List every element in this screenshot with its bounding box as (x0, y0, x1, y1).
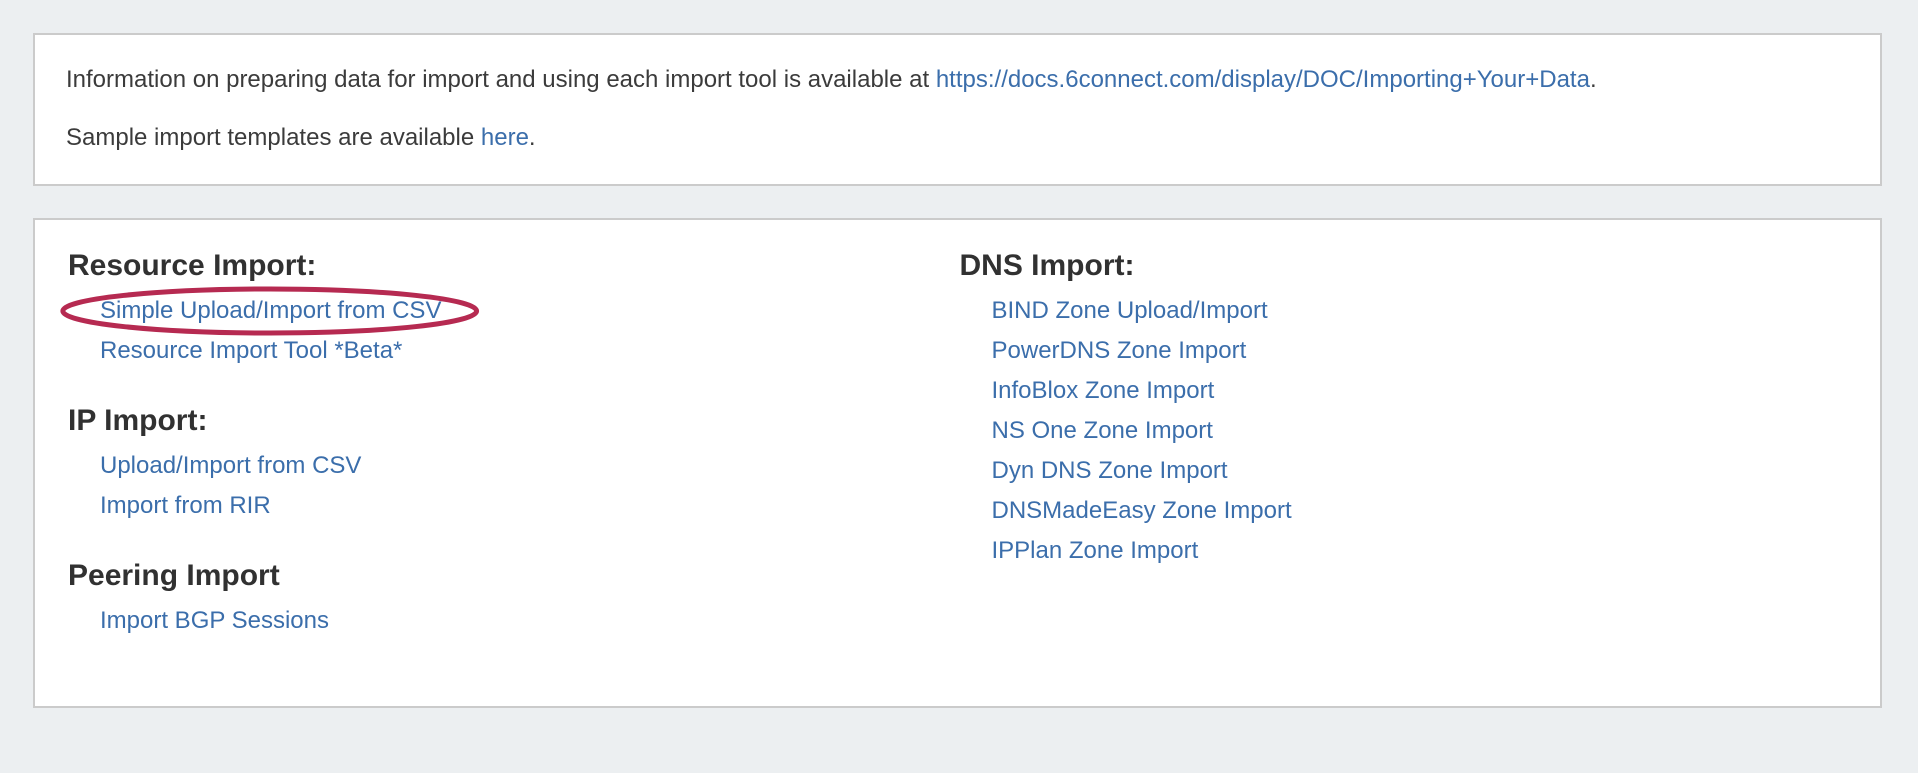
docs-url-link[interactable]: https://docs.6connect.com/display/DOC/Im… (935, 66, 1590, 93)
import-panel: Resource Import: Simple Upload/Import fr… (33, 218, 1882, 708)
info-line-docs: Information on preparing data for import… (66, 65, 1850, 95)
powerdns-zone-import-link[interactable]: PowerDNS Zone Import (991, 337, 1247, 364)
peering-import-heading: Peering Import (68, 559, 280, 592)
link-line: DNSMadeEasy Zone Import (960, 491, 1881, 531)
info-panel: Information on preparing data for import… (33, 33, 1882, 186)
infoblox-zone-import-link[interactable]: InfoBlox Zone Import (991, 377, 1215, 404)
info-line-docs-period: . (1589, 66, 1597, 93)
import-from-rir-link[interactable]: Import from RIR (100, 492, 271, 519)
link-line: PowerDNS Zone Import (960, 331, 1881, 371)
ip-import-links: Upload/Import from CSV Import from RIR (68, 446, 960, 526)
link-line: Upload/Import from CSV (68, 446, 960, 486)
nsone-zone-import-link[interactable]: NS One Zone Import (991, 417, 1213, 444)
link-line: IPPlan Zone Import (960, 531, 1881, 571)
info-line-docs-text: Information on preparing data for import… (66, 66, 936, 93)
import-bgp-sessions-link[interactable]: Import BGP Sessions (100, 607, 329, 634)
resource-import-tool-beta-link[interactable]: Resource Import Tool *Beta* (100, 337, 403, 364)
ip-import-heading: IP Import: (68, 404, 208, 437)
simple-upload-import-csv-link[interactable]: Simple Upload/Import from CSV (100, 297, 442, 324)
ipplan-zone-import-link[interactable]: IPPlan Zone Import (991, 537, 1199, 564)
link-line: Import BGP Sessions (68, 601, 960, 641)
import-column-right: DNS Import: BIND Zone Upload/Import Powe… (960, 248, 1881, 571)
bind-zone-upload-import-link[interactable]: BIND Zone Upload/Import (991, 297, 1268, 324)
info-line-templates-text: Sample import templates are available (66, 124, 481, 151)
dns-import-links: BIND Zone Upload/Import PowerDNS Zone Im… (960, 291, 1881, 571)
info-line-templates: Sample import templates are available he… (66, 123, 1850, 153)
link-line: BIND Zone Upload/Import (960, 291, 1881, 331)
import-column-left: Resource Import: Simple Upload/Import fr… (68, 248, 960, 641)
templates-here-link[interactable]: here (480, 124, 529, 151)
info-line-templates-period: . (528, 124, 536, 151)
dnsmadeeasy-zone-import-link[interactable]: DNSMadeEasy Zone Import (991, 497, 1292, 524)
resource-import-heading: Resource Import: (68, 249, 317, 282)
link-line: Import from RIR (68, 486, 960, 526)
link-line: InfoBlox Zone Import (960, 371, 1881, 411)
ip-upload-import-csv-link[interactable]: Upload/Import from CSV (100, 452, 362, 479)
link-line: Simple Upload/Import from CSV (68, 291, 960, 331)
circled-link-wrapper: Simple Upload/Import from CSV (100, 291, 441, 331)
dyndns-zone-import-link[interactable]: Dyn DNS Zone Import (991, 457, 1228, 484)
link-line: NS One Zone Import (960, 411, 1881, 451)
peering-import-links: Import BGP Sessions (68, 601, 960, 641)
link-line: Resource Import Tool *Beta* (68, 331, 960, 371)
dns-import-heading: DNS Import: (959, 249, 1135, 282)
resource-import-links: Simple Upload/Import from CSV Resource I… (68, 291, 960, 371)
link-line: Dyn DNS Zone Import (960, 451, 1881, 491)
